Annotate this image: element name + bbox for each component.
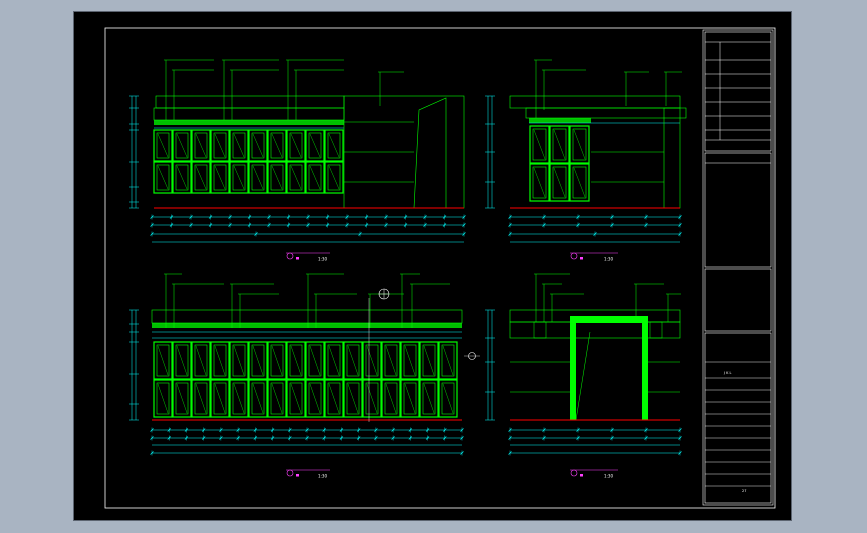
cabinet-door	[191, 129, 211, 162]
cabinet-doors-c	[153, 341, 458, 418]
cabinet-door	[305, 341, 325, 380]
cabinet-door	[419, 379, 439, 418]
cabinet-door	[267, 341, 287, 380]
elevation-view-d[interactable]: 1:30	[485, 273, 682, 479]
cabinet-door	[286, 129, 306, 162]
cabinet-door	[172, 129, 192, 162]
cabinet-door	[381, 379, 401, 418]
cabinet-door	[400, 379, 420, 418]
cabinet-door	[267, 129, 287, 162]
cabinet-door	[343, 379, 363, 418]
cabinet-door	[438, 379, 458, 418]
cabinet-door	[362, 379, 382, 418]
cabinet-door	[210, 379, 230, 418]
cabinet-door	[229, 379, 249, 418]
cabinet-door	[305, 379, 325, 418]
view-d-scale: 1:30	[604, 474, 613, 479]
cabinet-door	[549, 125, 570, 164]
cabinet-door	[343, 341, 363, 380]
cabinet-door	[529, 163, 550, 202]
cabinet-door	[191, 341, 211, 380]
cabinet-door	[229, 341, 249, 380]
cabinet-door	[229, 129, 249, 162]
cabinet-door	[191, 161, 211, 194]
cabinet-door	[362, 341, 382, 380]
cabinet-door	[267, 379, 287, 418]
cabinet-door	[324, 161, 344, 194]
cabinet-door	[172, 379, 192, 418]
cabinet-door	[324, 341, 344, 380]
cabinet-door	[529, 125, 550, 164]
cabinet-door	[210, 129, 230, 162]
cabinet-door	[569, 163, 590, 202]
elevation-view-c[interactable]: 1:30	[129, 273, 480, 479]
cabinet-door	[248, 379, 268, 418]
sheet-number: 27	[742, 489, 746, 493]
cabinet-door	[305, 161, 325, 194]
cabinet-door	[153, 129, 173, 162]
cabinet-door	[229, 161, 249, 194]
title-block[interactable]: J K L 27	[702, 29, 774, 506]
cad-drawing[interactable]: 1:30	[74, 12, 791, 520]
cabinet-door	[400, 341, 420, 380]
cabinet-door	[438, 341, 458, 380]
cabinet-door	[324, 129, 344, 162]
cabinet-door	[248, 129, 268, 162]
cabinet-door	[286, 379, 306, 418]
cabinet-door	[549, 163, 570, 202]
cabinet-door	[172, 161, 192, 194]
cabinet-doors-a	[153, 129, 344, 194]
door-frame-d	[570, 316, 648, 420]
cabinet-door	[153, 161, 173, 194]
elevation-view-b[interactable]: 1:30	[485, 59, 687, 262]
view-c-scale: 1:30	[318, 474, 327, 479]
cabinet-door	[569, 125, 590, 164]
cabinet-door	[381, 341, 401, 380]
cabinet-doors-b	[529, 125, 590, 202]
view-a-scale: 1:30	[318, 257, 327, 262]
sheet-border	[104, 27, 776, 509]
cabinet-door	[248, 341, 268, 380]
view-b-scale: 1:30	[604, 257, 613, 262]
title-block-project: J K L	[723, 371, 732, 375]
cabinet-door	[210, 161, 230, 194]
cabinet-door	[153, 379, 173, 418]
cabinet-door	[419, 341, 439, 380]
cabinet-door	[248, 161, 268, 194]
cabinet-door	[324, 379, 344, 418]
cabinet-door	[267, 161, 287, 194]
drawing-viewport[interactable]: 1:30	[74, 12, 791, 520]
cabinet-door	[172, 341, 192, 380]
cabinet-door	[210, 341, 230, 380]
elevation-view-a[interactable]: 1:30	[129, 59, 466, 262]
cabinet-door	[191, 379, 211, 418]
cabinet-door	[153, 341, 173, 380]
cabinet-door	[286, 161, 306, 194]
cabinet-door	[286, 341, 306, 380]
cabinet-door	[305, 129, 325, 162]
